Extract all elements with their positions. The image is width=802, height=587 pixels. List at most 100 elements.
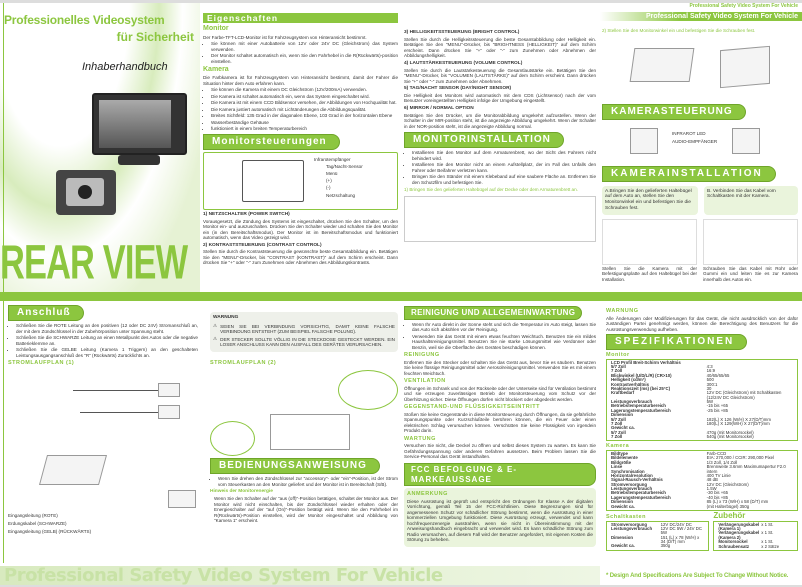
spec-row: Gewicht ca.350g — [610, 543, 705, 549]
wire-label-yellow: Eingangsleitung (GELB) (RÜCKWÄRTS) — [8, 528, 92, 534]
spec-key: 7 Zoll — [611, 420, 623, 426]
wire-label-black: Erdungskabel (SCHWARZE) — [8, 520, 67, 526]
label-menu: Menü — [326, 171, 338, 177]
spec-row: Betriebstemperaturbereich-30 bis +65 — [610, 491, 794, 496]
list-item: Installieren Sie den Monitor nicht an ei… — [412, 162, 596, 173]
spec-key: 5/7 Zoll — [611, 429, 626, 435]
label-power: Netzschaltung — [326, 192, 356, 198]
item-title: 5) TAG/NACHT SENSOR (DAY/NIGHT SENSOR) — [404, 86, 512, 91]
wire-label-red: Eingangsleitung (ROTE) — [8, 513, 58, 518]
spec-row: Blickwinkel (U/D/L/R) (CR>10)40/65/65/65 — [610, 372, 794, 378]
bracket-drawing — [404, 195, 596, 242]
spec-key: Dimension — [611, 412, 633, 418]
warning2-title: WARNUNG — [606, 308, 639, 314]
spec-key: Monitorsockel — [718, 539, 748, 545]
spec-key: Dimension — [611, 499, 633, 505]
specs-section: WARNUNG Alle Änderungen oder Modifizieru… — [606, 306, 798, 551]
item-title: 6) MIRROR / NORMAL OPTION — [404, 105, 474, 111]
list-item: funktioniert in einem breiten Temperatur… — [211, 126, 398, 132]
camera-cable-drawing — [703, 218, 798, 265]
specs-monitor-title: Monitor — [606, 352, 630, 359]
spec-value: 16:9 — [706, 368, 716, 374]
spec-value: 1.5W — [706, 486, 717, 492]
spec-row: 5/7 Zoll 470g (mit Monitorsockel) — [610, 429, 794, 435]
zoom-circle — [338, 370, 398, 411]
spec-row: 7 Zoll 16:9 — [610, 368, 794, 374]
camera-title: Kamera — [203, 66, 229, 74]
install-step2: 2) Stellen Sie den Monitorwinkel ein und… — [602, 28, 756, 33]
spec-key: Stromversorgung — [611, 521, 648, 527]
list-item: Bringen Sie den Ständer mit einem Klebeb… — [412, 174, 596, 185]
spec-key: Blickwinkel (U/D/L/R) (CR>10) — [611, 372, 672, 378]
spec-row: Gewicht ca.(mit Halterbügel) 350g — [610, 504, 794, 509]
tagline-band-text: Professional Safety Video System For Veh… — [646, 13, 798, 20]
spec-value: 4:3 — [706, 364, 713, 370]
spec-value: 180(L) X 129(W/H) X 27(D/T)mm — [706, 420, 770, 426]
list-item: Sie können die Kamera mit einem DC Gleic… — [211, 87, 398, 93]
disclaimer: * Design And Specifications Are Subject … — [606, 573, 789, 579]
label-plus: (+) — [326, 178, 332, 184]
item-text: Stellen Sie durch die Lautstärkesteuerun… — [404, 67, 596, 84]
camera1-sketch — [158, 383, 180, 397]
spec-value: 12V DC 5W / 24V DC 5W — [660, 525, 702, 536]
spec-value: 12V DC/24V DC — [660, 521, 692, 527]
fcc-text: Diese Ausrüstung ist geprüft und entspri… — [407, 498, 593, 543]
fcc-note-title: ANMERKUNG — [407, 491, 448, 498]
bottom-rule — [0, 585, 802, 587]
operation-note-title: Hinweis der Monitorenergie — [210, 489, 273, 495]
footer-band: Professional Safety Video System For Veh… — [0, 566, 600, 585]
spec-value: -15 bis +65 — [706, 403, 729, 409]
camera-intro: Die Farbkamera ist für Fahrzeugsystem vo… — [203, 75, 398, 86]
camera-photo — [56, 170, 116, 215]
spec-value: x 2 Sätze — [761, 543, 780, 549]
cover-subtitle: Inhaberhandbuch — [82, 61, 168, 73]
spec-key: Leistungsverbrauch — [611, 486, 653, 492]
spec-key: Bildelemente — [611, 455, 638, 461]
accessories-table: Verlängerungskabel (Kamera 1)x 1 St.Verl… — [717, 522, 794, 549]
fcc-heading: FCC BEFOLGUNG & E-MARKEAUSSAGE — [404, 462, 596, 487]
item-text: Stellen Sie durch die Kontraststeuerung … — [203, 249, 398, 266]
spec-value: 470g (mit Monitorsockel) — [706, 429, 754, 435]
spec-value: 151 (L) x 78 (W/H) x 34 (D/T) mm — [660, 534, 700, 544]
spec-value: 350g — [660, 543, 671, 549]
cover-title-line1: Professionelles Videosystem — [4, 13, 165, 27]
control-labels: Infrarotempfänger Tag/Nacht-Sensor Menü … — [314, 156, 363, 199]
spec-row: Helligkeit (cd/m²)500 — [610, 377, 794, 382]
diagram1-title: STROMLAUFPLAN (1) — [8, 360, 75, 366]
spec-key: 7 Zoll — [611, 368, 623, 374]
monitor-sketch — [720, 45, 770, 88]
label-minus: (-) — [326, 185, 331, 191]
monitor-angle-drawing — [602, 34, 798, 94]
spec-key: Betriebstemperaturbereich — [611, 403, 666, 409]
label-day-night-sensor: Tag/Nacht-Sensor — [326, 164, 363, 170]
monitor-install-heading: MONITORINSTALLATION — [404, 132, 564, 148]
spec-key: Reaktionszeit (ms) (bei 25°C) — [611, 385, 671, 391]
features-section: Eigenschaften Monitor Der Farbe-TFT-LCD-… — [203, 13, 398, 267]
truck-diagram — [210, 366, 398, 457]
monitor-small-sketch — [168, 490, 196, 508]
zoom-circle — [210, 421, 255, 457]
spec-key: Signal-Rausch-Verhältnis — [611, 477, 663, 483]
spec-value: 48 dB — [706, 477, 718, 483]
label-ir-receiver: Infrarotempfänger — [314, 156, 351, 162]
spec-key: 5/7 Zoll — [611, 416, 626, 422]
spec-key: 7 Zoll — [611, 434, 623, 440]
warning-icon: ⚠ — [213, 322, 218, 328]
monitor-title: Monitor — [203, 25, 229, 33]
spec-value: Brennweite 3.6mm Maximumapertur F2.0 — [706, 464, 786, 470]
monitor-controls-diagram: Infrarotempfänger Tag/Nacht-Sensor Menü … — [203, 151, 398, 210]
diagram2-title: STROMLAUFPLAN (2) — [210, 359, 277, 366]
camera-install-heading: KAMERAINSTALLATION — [602, 165, 776, 182]
